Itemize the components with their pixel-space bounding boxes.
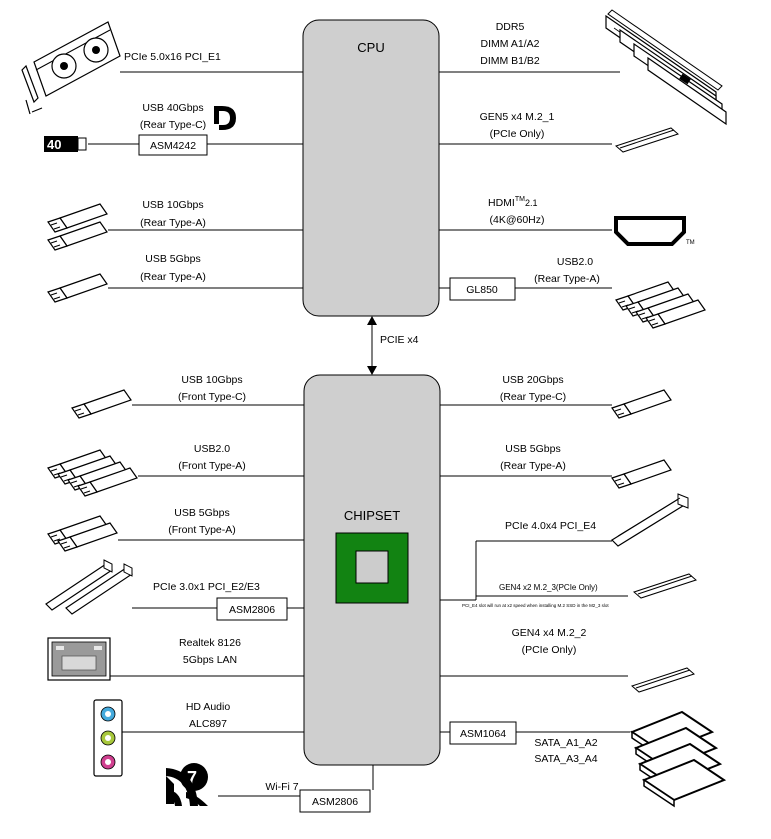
usb40-label-2: (Rear Type-C) [140, 119, 206, 131]
audio-label-1: HD Audio [186, 701, 231, 713]
chipset-box: CHIPSET [303, 374, 441, 766]
usb5-rear-chipset-label-1: USB 5Gbps [505, 443, 560, 455]
ethernet-port-icon [47, 637, 111, 681]
m2-ssd-2-icon [631, 667, 695, 693]
svg-text:ASM2806: ASM2806 [312, 796, 358, 808]
usb10-front-label-2: (Front Type-C) [178, 391, 246, 403]
asm2806-chip-1: ASM2806 [216, 597, 288, 621]
pcie5-slot-label: PCIe 5.0x16 PCI_E1 [124, 51, 221, 63]
pcie-x1-slots-icon [45, 559, 133, 615]
hdmi-icon: TM [614, 216, 695, 246]
svg-text:ASM1064: ASM1064 [460, 728, 506, 740]
link-label: PCIE x4 [380, 334, 419, 346]
m2-2-label-1: GEN4 x4 M.2_2 [512, 627, 587, 639]
usb-a-front-double-icon [47, 515, 118, 552]
lan-label-1: Realtek 8126 [179, 637, 241, 649]
asm1064-chip: ASM1064 [449, 721, 517, 745]
usb20-rear-label-2: (Rear Type-C) [500, 391, 566, 403]
svg-text:ASM4242: ASM4242 [150, 140, 196, 152]
svg-text:ASM2806: ASM2806 [229, 604, 275, 616]
chipset-core [355, 550, 389, 584]
hdmi-label-1: HDMITM2.1 [488, 196, 537, 209]
usb-a-double-icon [47, 203, 108, 251]
usb10-rear-label-1: USB 10Gbps [142, 199, 203, 211]
ddr5-label-1: DDR5 [496, 21, 525, 33]
usb5-rear-chipset-label-2: (Rear Type-A) [500, 460, 566, 472]
m2-3-note: PCI_E4 slot will run at x2 speed when in… [462, 603, 609, 608]
usb-a-rear-chipset-icon [611, 459, 672, 489]
usb40-label-1: USB 40Gbps [142, 102, 203, 114]
usb10-rear-label-2: (Rear Type-A) [140, 217, 206, 229]
cpu-box: CPU [302, 19, 440, 317]
asm4242-chip: ASM4242 [138, 134, 208, 156]
usb2-rear-label-2: (Rear Type-A) [534, 273, 600, 285]
hdmi-label-2: (4K@60Hz) [489, 214, 544, 226]
usb20-rear-label-1: USB 20Gbps [502, 374, 563, 386]
usb-a-front-quad-icon [47, 449, 138, 497]
lan-label-2: 5Gbps LAN [183, 654, 237, 666]
cpu-chipset-link: PCIE x4 [367, 316, 419, 375]
asm2806-chip-2: ASM2806 [299, 789, 371, 813]
m2-3-label: GEN4 x2 M.2_3(PCIe Only) [499, 583, 598, 592]
wifi-label: Wi-Fi 7 [265, 781, 298, 793]
sata-drives-icon [629, 710, 727, 808]
usb-c-front-icon [71, 389, 132, 419]
usb2-rear-label-1: USB2.0 [557, 256, 593, 268]
usb-a-quad-icon [615, 281, 706, 329]
m2-ssd-1-icon [615, 127, 679, 153]
usb10-front-label-1: USB 10Gbps [181, 374, 242, 386]
m2-2-label-2: (PCIe Only) [522, 644, 577, 656]
pcie-x4-slot-icon [611, 493, 689, 547]
gpu-icon [21, 21, 121, 115]
ddr5-memory-icon [605, 9, 727, 126]
cpu-title: CPU [357, 40, 384, 55]
audio-label-2: ALC897 [189, 718, 227, 730]
m2-1-label-1: GEN5 x4 M.2_1 [480, 111, 555, 123]
sata-label-2: SATA_A3_A4 [534, 753, 597, 765]
usb40-badge-icon: 40 [44, 136, 87, 152]
sata-label-1: SATA_A1_A2 [534, 737, 597, 749]
audio-jacks-icon [93, 699, 123, 777]
usb5-front-label-2: (Front Type-A) [168, 524, 236, 536]
m2-1-label-2: (PCIe Only) [490, 128, 545, 140]
m2-ssd-3-icon [633, 573, 697, 599]
usb-c-rear-icon [611, 389, 672, 419]
ddr5-label-3: DIMM B1/B2 [480, 55, 540, 67]
svg-text:7: 7 [187, 768, 197, 788]
svg-text:GL850: GL850 [466, 284, 498, 296]
wifi7-icon: 7 [166, 763, 208, 806]
chipset-title: CHIPSET [344, 508, 400, 523]
pcie3-label: PCIe 3.0x1 PCI_E2/E3 [153, 581, 260, 593]
ddr5-label-2: DIMM A1/A2 [481, 38, 540, 50]
svg-text:TM: TM [686, 240, 695, 246]
usb5-rear-label-2: (Rear Type-A) [140, 271, 206, 283]
usb5-rear-label-1: USB 5Gbps [145, 253, 200, 265]
usb-a-single-icon [47, 273, 108, 303]
usb2-front-label-1: USB2.0 [194, 443, 230, 455]
gl850-chip: GL850 [449, 277, 516, 301]
displayport-icon [214, 106, 236, 130]
svg-text:40: 40 [47, 137, 61, 152]
pcie4-label: PCIe 4.0x4 PCI_E4 [505, 520, 596, 532]
usb5-front-label-1: USB 5Gbps [174, 507, 229, 519]
usb2-front-label-2: (Front Type-A) [178, 460, 246, 472]
